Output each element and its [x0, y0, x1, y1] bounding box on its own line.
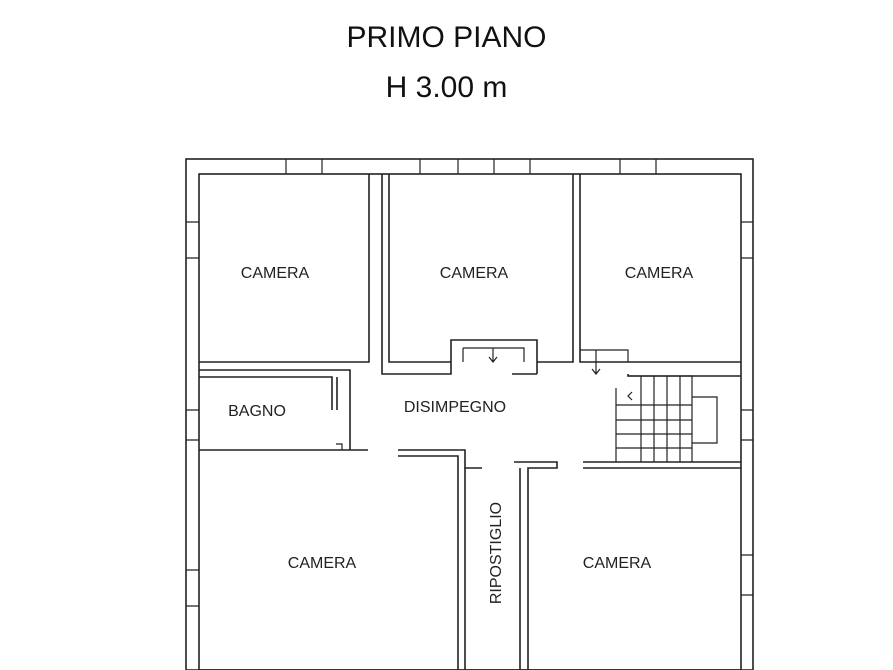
- room-label-ripostiglio: RIPOSTIGLIO: [488, 502, 505, 604]
- ceiling-height-label: H 3.00 m: [385, 71, 508, 104]
- room-label-camera-3: CAMERA: [625, 265, 694, 282]
- bagno-walls: [199, 369, 368, 451]
- room-label-camera-2: CAMERA: [440, 265, 509, 282]
- plan-title: PRIMO PIANO: [346, 21, 547, 54]
- outer-walls: [185, 158, 754, 670]
- room-label-disimpegno: DISIMPEGNO: [404, 399, 506, 416]
- top-rooms-walls: [199, 174, 741, 375]
- room-label-camera-5: CAMERA: [583, 555, 652, 572]
- room-label-camera-1: CAMERA: [241, 265, 310, 282]
- staircase: [615, 374, 741, 462]
- room-label-camera-4: CAMERA: [288, 555, 357, 572]
- corridor-walls: [398, 449, 741, 670]
- room-label-bagno: BAGNO: [228, 403, 286, 420]
